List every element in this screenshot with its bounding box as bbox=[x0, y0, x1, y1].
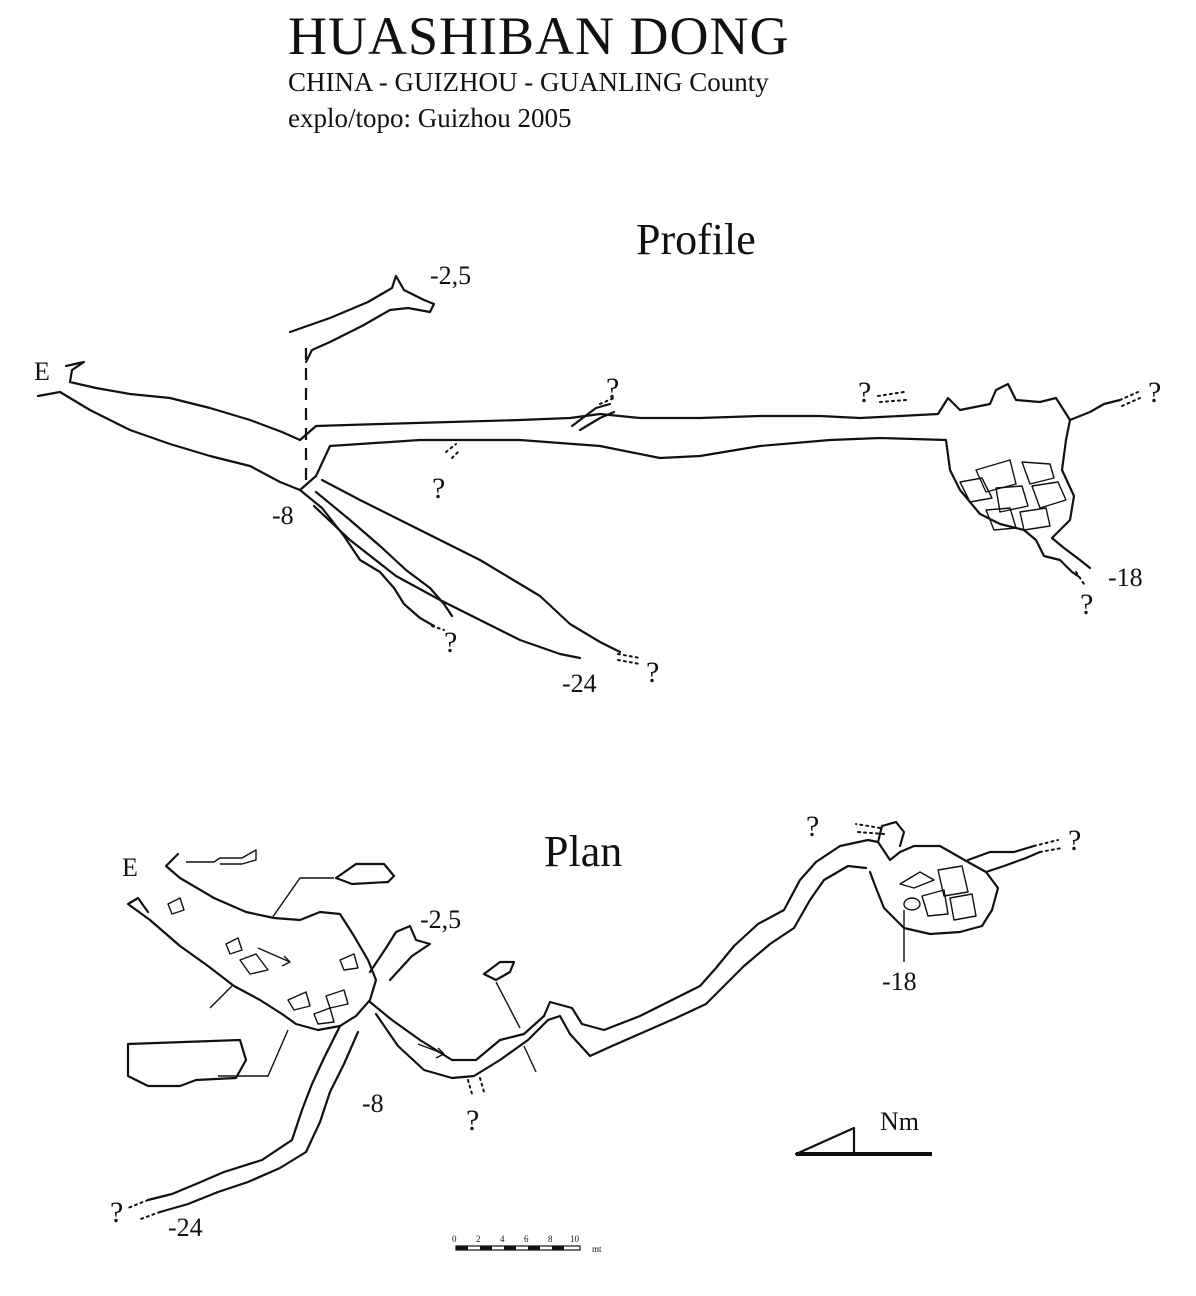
plan-unknown-east: ? bbox=[1068, 824, 1081, 857]
profile-chamber-wall bbox=[1050, 418, 1092, 570]
profile-side-branch bbox=[570, 402, 616, 432]
north-arrow-label: Nm bbox=[880, 1107, 919, 1136]
profile-depth-shaft: -8 bbox=[272, 501, 294, 530]
plan-island bbox=[482, 960, 516, 982]
profile-upper-passage bbox=[288, 274, 436, 364]
map-credits: explo/topo: Guizhou 2005 bbox=[288, 103, 572, 133]
scale-unit: mt bbox=[592, 1244, 602, 1254]
scale-tick-0: 0 bbox=[452, 1234, 457, 1244]
scale-tick-8: 8 bbox=[548, 1234, 553, 1244]
scale-tick-4: 4 bbox=[500, 1234, 505, 1244]
plan-unknown-branch: ? bbox=[110, 1196, 123, 1229]
profile-unknown-mid: ? bbox=[606, 372, 619, 405]
plan-depth-branch: -24 bbox=[168, 1213, 203, 1242]
plan-block-top bbox=[334, 862, 396, 886]
profile-main-ceiling bbox=[64, 360, 1122, 442]
profile-heading: Profile bbox=[636, 215, 756, 264]
plan-main-passage-north bbox=[368, 838, 880, 1062]
plan-block-left bbox=[126, 1038, 248, 1088]
plan-unknown-mid: ? bbox=[466, 1104, 479, 1137]
plan-entrance-label: E bbox=[122, 853, 138, 882]
profile-unknown-chamber-bottom: ? bbox=[1080, 588, 1093, 621]
profile-section: Profile bbox=[34, 215, 1161, 698]
profile-lower-branch-b bbox=[320, 478, 622, 654]
plan-east-branch bbox=[966, 844, 1042, 874]
profile-lower-branch-d bbox=[312, 504, 582, 660]
map-title: HUASHIBAN DONG bbox=[288, 6, 790, 66]
profile-depth-upper: -2,5 bbox=[430, 261, 471, 290]
scale-tick-6: 6 bbox=[524, 1234, 529, 1244]
north-arrow: Nm bbox=[794, 1107, 932, 1156]
scale-bar: 0 2 4 6 8 10 mt bbox=[452, 1234, 602, 1254]
plan-section: Plan bbox=[110, 810, 1081, 1242]
profile-unknown-lower: ? bbox=[432, 472, 445, 505]
plan-depth-upper: -2,5 bbox=[420, 905, 461, 934]
plan-main-passage-south bbox=[374, 864, 868, 1080]
plan-heading: Plan bbox=[544, 827, 622, 876]
profile-unknown-chamber-left: ? bbox=[858, 376, 871, 409]
plan-lower-branch bbox=[146, 1024, 360, 1214]
scale-tick-10: 10 bbox=[570, 1234, 580, 1244]
plan-entrance-hall bbox=[126, 852, 378, 1032]
map-subtitle: CHINA - GUIZHOU - GUANLING County bbox=[288, 67, 769, 97]
profile-lower-branch-a bbox=[298, 488, 436, 628]
profile-depth-chamber: -18 bbox=[1108, 563, 1143, 592]
profile-breakdown-blocks bbox=[959, 459, 1067, 531]
profile-depth-branch: -24 bbox=[562, 669, 597, 698]
profile-main-floor bbox=[36, 390, 1080, 578]
plan-breakdown-blocks bbox=[899, 865, 977, 921]
plan-east-chamber bbox=[868, 840, 1000, 936]
plan-depth-shaft: -8 bbox=[362, 1089, 384, 1118]
plan-north-branch bbox=[876, 820, 906, 848]
profile-unknown-branch-a: ? bbox=[444, 626, 457, 659]
plan-upper-branch bbox=[368, 924, 432, 982]
plan-depth-chamber: -18 bbox=[882, 967, 917, 996]
plan-hall-blocks bbox=[167, 897, 359, 1025]
profile-unknown-branch-b: ? bbox=[646, 656, 659, 689]
profile-entrance-label: E bbox=[34, 357, 50, 386]
plan-unknown-north: ? bbox=[806, 810, 819, 843]
profile-lower-branch-c bbox=[314, 490, 454, 618]
scale-tick-2: 2 bbox=[476, 1234, 481, 1244]
profile-unknown-chamber-right: ? bbox=[1148, 376, 1161, 409]
